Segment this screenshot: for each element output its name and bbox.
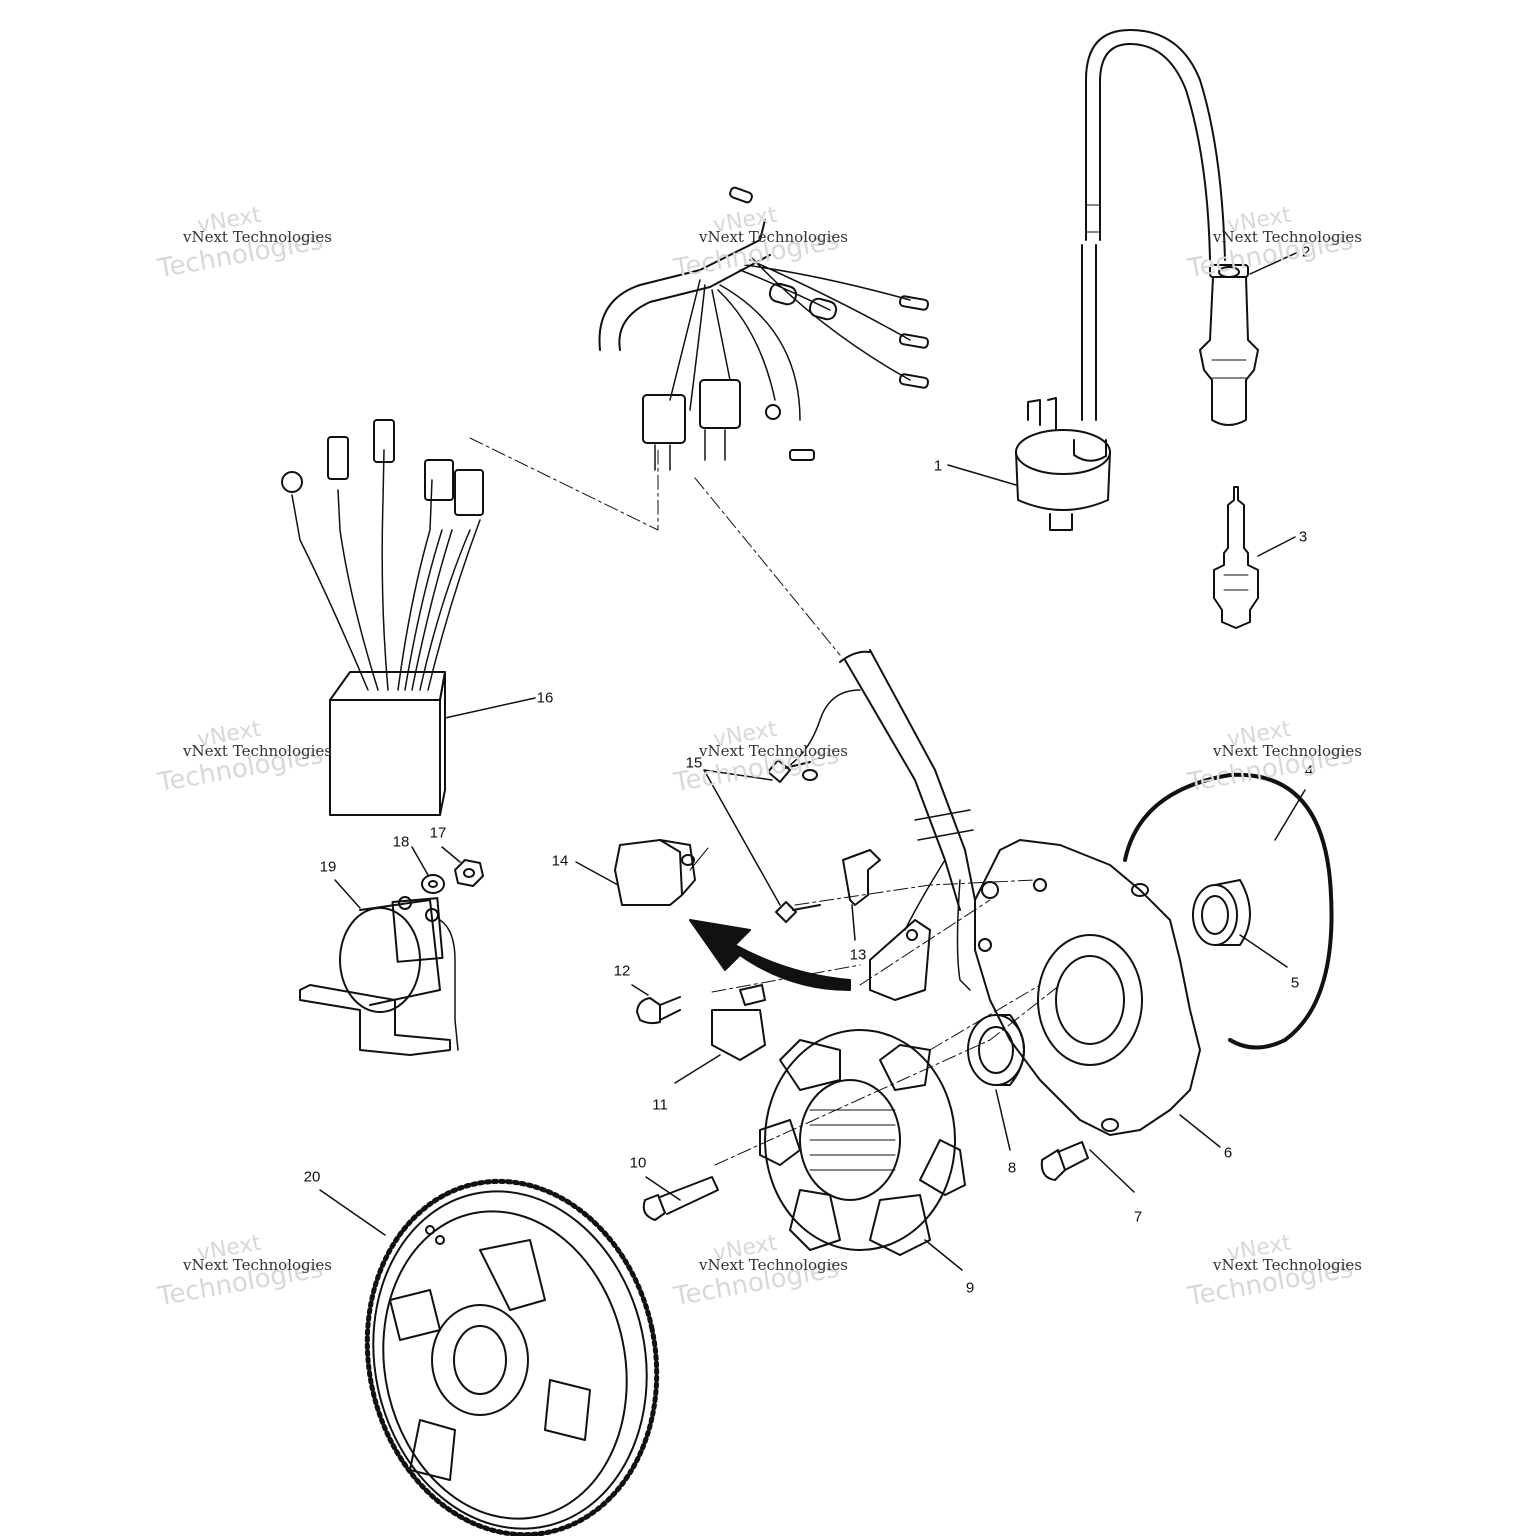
callout-4: 4	[1304, 762, 1314, 780]
callout-11: 11	[652, 1096, 668, 1114]
callout-5: 5	[1290, 974, 1300, 992]
part-14-pulser-coil	[614, 839, 709, 906]
flywheel-ring-gear	[364, 1178, 660, 1536]
part-16-cdi-box	[281, 419, 484, 816]
part-8-oil-seal	[967, 1014, 1025, 1086]
callout-3: 3	[1298, 528, 1308, 546]
part-13-bracket	[842, 849, 931, 1001]
part-6-stator-plate	[974, 839, 1201, 1136]
stator-cable	[839, 649, 976, 991]
part-7-bolt	[1040, 1141, 1089, 1181]
callout-14: 14	[551, 852, 569, 870]
callout-12: 12	[613, 962, 631, 980]
wire-harness	[598, 186, 930, 471]
callout-9: 9	[965, 1279, 975, 1297]
callout-1: 1	[933, 457, 943, 475]
callout-17: 17	[429, 824, 447, 842]
callout-8: 8	[1007, 1159, 1017, 1177]
part-3-spark-plug	[1213, 486, 1259, 629]
callout-13: 13	[849, 946, 867, 964]
leader-lines	[319, 252, 1306, 1271]
part-4-o-ring	[1123, 772, 1334, 1050]
part-1-ignition-coil	[1015, 244, 1111, 531]
callout-19: 19	[319, 858, 337, 876]
part-12-screw	[636, 996, 681, 1025]
part-11-clamp	[711, 984, 766, 1061]
callout-10: 10	[629, 1154, 647, 1172]
callout-2: 2	[1301, 243, 1311, 261]
part-2-spark-plug-cap	[1085, 29, 1259, 426]
part-19-solenoid	[299, 896, 459, 1056]
rotation-arrow	[689, 919, 851, 991]
part-20-flywheel	[372, 1190, 648, 1530]
callout-7: 7	[1133, 1208, 1143, 1226]
callout-15: 15	[685, 754, 703, 772]
callout-16: 16	[536, 689, 554, 707]
callout-18: 18	[392, 833, 410, 851]
callout-20: 20	[303, 1168, 321, 1186]
part-5-seal	[1192, 879, 1251, 946]
callout-6: 6	[1223, 1144, 1233, 1162]
part-15-screws	[767, 689, 861, 923]
phantom-lines	[469, 437, 1061, 1166]
part-9-stator	[759, 1029, 966, 1256]
part-18-washer	[421, 874, 445, 894]
part-10-bolt	[642, 1176, 719, 1221]
part-17-nut	[454, 859, 484, 887]
